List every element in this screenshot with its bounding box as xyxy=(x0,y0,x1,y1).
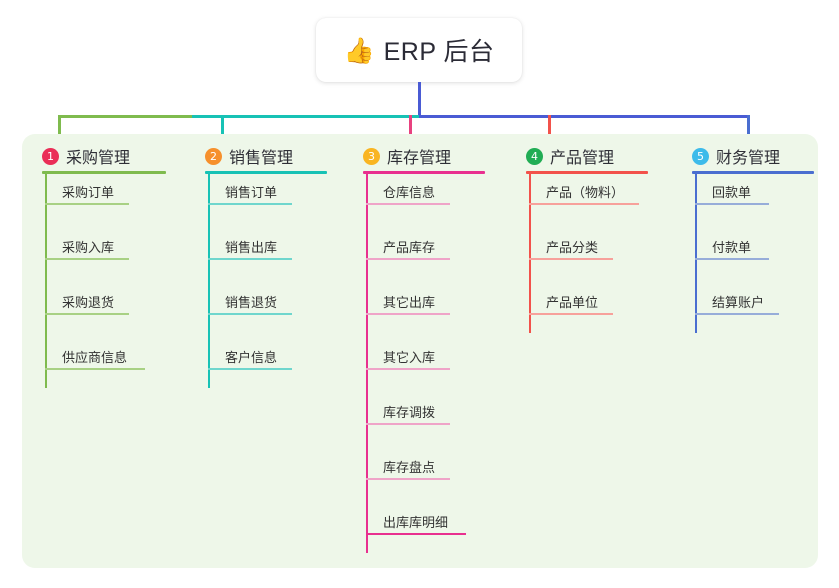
leaf-rule xyxy=(529,203,639,205)
branch-header-sales[interactable]: 2 销售管理 xyxy=(205,144,293,168)
branch-badge-5: 5 xyxy=(692,147,709,165)
trunk-vertical-connector xyxy=(418,82,421,116)
leaf-label: 出库库明细 xyxy=(383,515,449,530)
leaf-label: 采购入库 xyxy=(62,240,115,255)
leaf-rule xyxy=(366,423,450,425)
leaf-label: 仓库信息 xyxy=(383,185,436,200)
branch-spine-finance xyxy=(695,174,697,333)
leaf-rule xyxy=(529,313,613,315)
leaf-rule xyxy=(366,478,450,480)
leaf-rule xyxy=(208,368,292,370)
branch-rule-inventory xyxy=(363,171,485,174)
leaf-label: 回款单 xyxy=(712,185,752,200)
leaf-rule xyxy=(366,533,466,535)
bus-segment-green xyxy=(58,115,193,118)
branch-title-product: 产品管理 xyxy=(550,150,615,167)
leaf-rule xyxy=(695,313,779,315)
leaf-rule xyxy=(366,203,450,205)
leaf-label: 供应商信息 xyxy=(62,350,128,365)
root-node-card[interactable]: 👍 ERP 后台 xyxy=(316,18,522,82)
branch-title-inventory: 库存管理 xyxy=(387,150,452,167)
stub-connector-col4 xyxy=(548,115,551,146)
leaf-rule xyxy=(366,313,450,315)
branch-title-purchasing: 采购管理 xyxy=(66,150,131,167)
branch-spine-purchasing xyxy=(45,174,47,388)
branch-badge-2: 2 xyxy=(205,147,222,165)
leaf-rule xyxy=(45,313,129,315)
leaf-label: 其它出库 xyxy=(383,295,436,310)
mindmap-panel: 1 采购管理 采购订单 采购入库 采购退货 供应商信息 xyxy=(22,134,818,568)
leaf-label: 库存调拨 xyxy=(383,405,436,420)
bus-segment-teal xyxy=(192,115,420,118)
branch-header-product[interactable]: 4 产品管理 xyxy=(526,144,614,168)
branch-rule-product xyxy=(526,171,648,174)
root-title: ERP 后台 xyxy=(383,38,495,66)
branch-spine-sales xyxy=(208,174,210,388)
leaf-rule xyxy=(529,258,613,260)
bus-segment-indigo xyxy=(419,115,750,118)
branch-header-purchasing[interactable]: 1 采购管理 xyxy=(42,144,130,168)
leaf-label: 产品分类 xyxy=(546,240,599,255)
leaf-label: 销售出库 xyxy=(225,240,278,255)
leaf-label: 销售订单 xyxy=(225,185,278,200)
stub-connector-col3 xyxy=(409,115,412,146)
leaf-rule xyxy=(366,258,450,260)
leaf-rule xyxy=(45,368,145,370)
branch-rule-sales xyxy=(205,171,327,174)
leaf-label: 产品单位 xyxy=(546,295,599,310)
thumbs-up-icon: 👍 xyxy=(343,35,375,65)
leaf-label: 采购退货 xyxy=(62,295,115,310)
leaf-label: 产品库存 xyxy=(383,240,436,255)
leaf-rule xyxy=(366,368,450,370)
leaf-rule xyxy=(695,203,769,205)
branch-spine-product xyxy=(529,174,531,333)
leaf-rule xyxy=(45,203,129,205)
branch-badge-4: 4 xyxy=(526,147,543,165)
leaf-label: 结算账户 xyxy=(712,295,765,310)
leaf-label: 采购订单 xyxy=(62,185,115,200)
branch-title-sales: 销售管理 xyxy=(229,150,294,167)
leaf-label: 客户信息 xyxy=(225,350,278,365)
branch-badge-3: 3 xyxy=(363,147,380,165)
leaf-label: 其它入库 xyxy=(383,350,436,365)
leaf-rule xyxy=(208,203,292,205)
leaf-rule xyxy=(45,258,129,260)
branch-header-finance[interactable]: 5 财务管理 xyxy=(692,144,780,168)
leaf-rule xyxy=(695,258,769,260)
branch-spine-inventory xyxy=(366,174,368,553)
leaf-rule xyxy=(208,313,292,315)
stub-connector-col5 xyxy=(747,115,750,146)
branch-title-finance: 财务管理 xyxy=(716,150,781,167)
leaf-label: 库存盘点 xyxy=(383,460,436,475)
leaf-rule xyxy=(208,258,292,260)
leaf-label: 付款单 xyxy=(712,240,752,255)
branch-rule-purchasing xyxy=(42,171,166,174)
branch-rule-finance xyxy=(692,171,814,174)
branch-badge-1: 1 xyxy=(42,147,59,165)
stub-connector-col2 xyxy=(221,115,224,146)
leaf-label: 销售退货 xyxy=(225,295,278,310)
branch-header-inventory[interactable]: 3 库存管理 xyxy=(363,144,451,168)
stub-connector-col1 xyxy=(58,115,61,146)
leaf-label: 产品（物料） xyxy=(546,185,625,200)
